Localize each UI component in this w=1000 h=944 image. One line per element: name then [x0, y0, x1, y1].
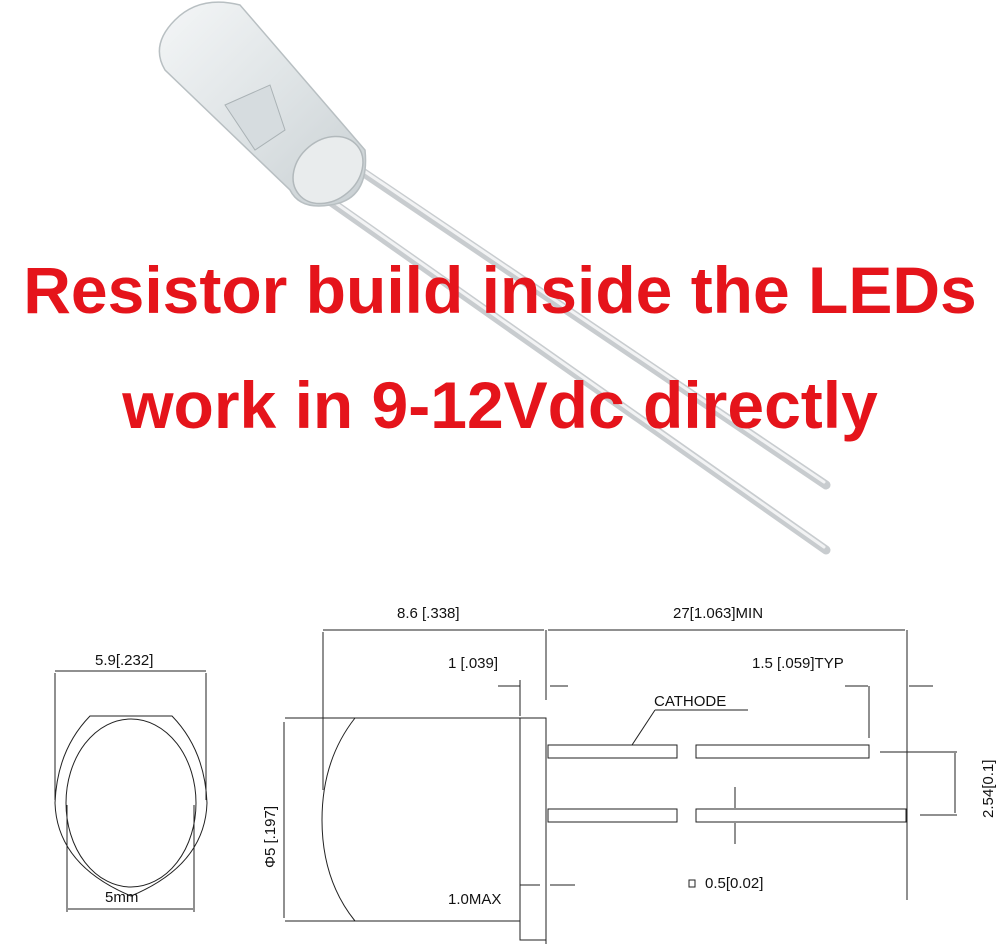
lead-square: 0.5[0.02]	[705, 875, 763, 892]
flange-thickness: 1 [.039]	[448, 655, 498, 672]
dimension-drawing: 5.9[.232] 5mm 8.6 [.338] 27[1.06	[54, 605, 997, 944]
cathode-label: CATHODE	[654, 693, 726, 710]
headline-line-1: Resistor build inside the LEDs	[23, 253, 977, 327]
lead-spacing: 2.54[0.1]	[980, 760, 997, 818]
side-view: 8.6 [.338] 27[1.063]MIN 1 [.039] 1.5 [.0…	[262, 605, 997, 944]
headline-line-1-row: Resistor build inside the LEDs	[0, 250, 1000, 330]
front-outer-width: 5.9[.232]	[95, 652, 153, 669]
headline-line-2-row: work in 9-12Vdc directly	[0, 365, 1000, 445]
diameter: Φ5 [.197]	[262, 806, 279, 868]
lead-end: 1.5 [.059]TYP	[752, 655, 844, 672]
flange-max: 1.0MAX	[448, 891, 501, 908]
led-legs-highlight	[298, 146, 826, 549]
body-length: 8.6 [.338]	[397, 605, 460, 622]
square-symbol	[688, 879, 696, 888]
led-legs	[295, 145, 831, 555]
front-inner-width: 5mm	[105, 889, 138, 906]
headline-line-2: work in 9-12Vdc directly	[122, 368, 878, 442]
front-view: 5.9[.232] 5mm	[54, 652, 208, 912]
led-die	[224, 84, 286, 151]
led-photo	[158, 1, 831, 555]
led-base	[292, 135, 364, 205]
lead-length: 27[1.063]MIN	[673, 605, 763, 622]
